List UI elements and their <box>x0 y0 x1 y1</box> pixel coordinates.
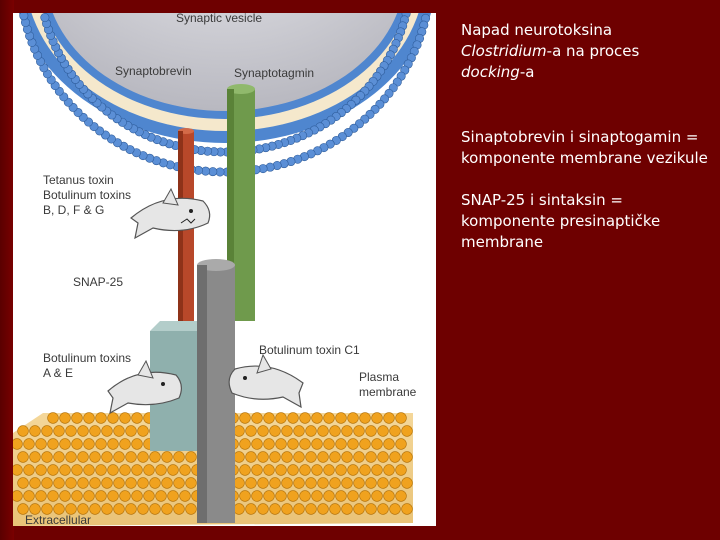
label-synaptic-vesicle: Synaptic vesicle <box>176 13 262 25</box>
label-synaptotagmin: Synaptotagmin <box>234 66 314 80</box>
label-botulinum-toxins-ae: Botulinum toxins <box>43 351 131 365</box>
label-botulinum-toxin-c1: Botulinum toxin C1 <box>259 343 360 357</box>
title-docking: docking <box>461 63 520 81</box>
left-decorative-band <box>0 0 14 540</box>
label-extracellular: Extracellular <box>25 513 91 526</box>
slide-title: Napad neurotoksina Clostridium-a na proc… <box>461 20 711 83</box>
title-line-3-rest: -a <box>520 63 535 81</box>
paragraph-membrane-components: SNAP-25 i sintaksin = komponente presina… <box>461 190 711 253</box>
label-ae: A & E <box>43 366 73 380</box>
label-synaptobrevin: Synaptobrevin <box>115 64 192 78</box>
label-botulinum-toxins-bdfg: Botulinum toxins <box>43 188 131 202</box>
label-membrane: membrane <box>359 385 417 399</box>
paragraph-vesicle-components: Sinaptobrevin i sinaptogamin = komponent… <box>461 127 711 169</box>
title-line-2-rest: -a na proces <box>547 42 640 60</box>
synaptobrevin-protein <box>178 128 194 341</box>
syntaxin-protein <box>197 259 235 523</box>
label-plasma: Plasma <box>359 370 399 384</box>
label-bdfg: B, D, F & G <box>43 203 104 217</box>
toxin-shark-right <box>229 355 303 407</box>
title-clostridium: Clostridium <box>461 42 547 60</box>
slide-text: Napad neurotoksina Clostridium-a na proc… <box>461 20 711 253</box>
synaptic-vesicle <box>13 13 436 176</box>
label-snap25: SNAP-25 <box>73 275 123 289</box>
title-line-1: Napad neurotoksina <box>461 21 612 39</box>
label-tetanus-toxin: Tetanus toxin <box>43 173 114 187</box>
synaptic-docking-figure: Synaptic vesicle Synaptobrevin Synaptota… <box>13 13 436 526</box>
toxin-shark-top <box>131 189 210 238</box>
